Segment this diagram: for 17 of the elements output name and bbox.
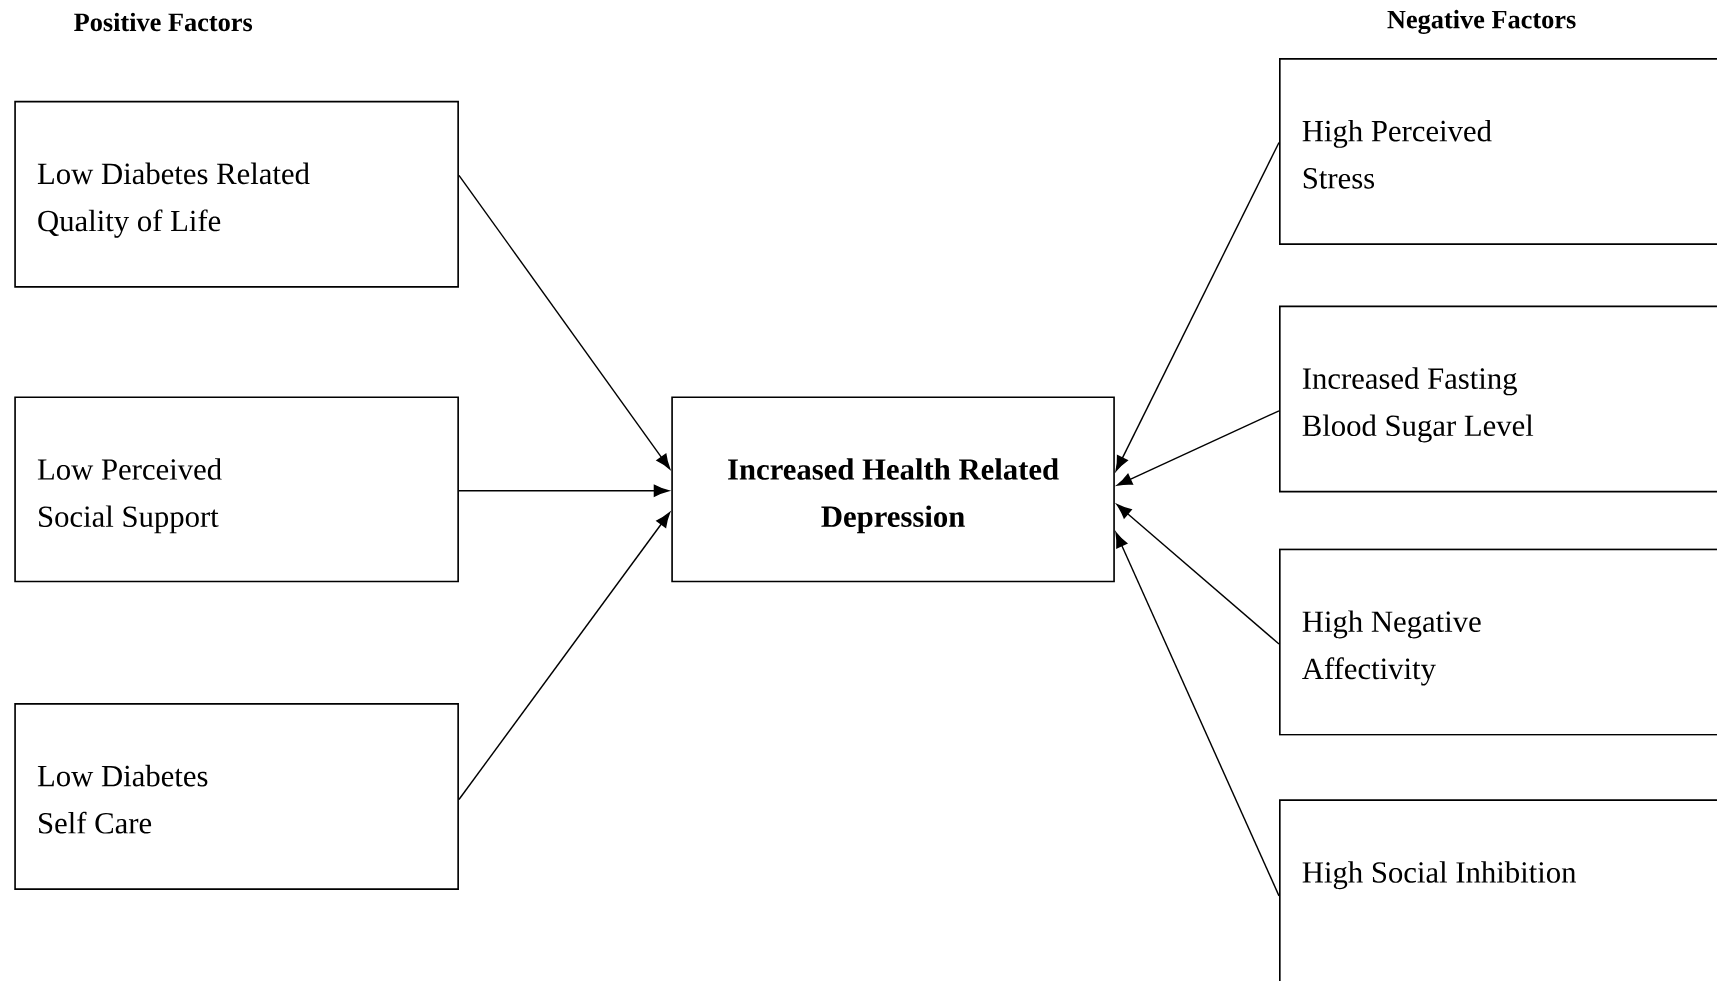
arrow [1115,532,1280,897]
column-heading: Negative Factors [1387,9,1576,34]
arrow [1116,503,1280,645]
column-heading: Positive Factors [74,12,253,32]
factor-box: High Perceived Stress [1279,57,1717,245]
factor-box: Low Diabetes Related Quality of Life [14,100,459,288]
arrow [458,484,670,497]
factor-box: Increased Fasting Blood Sugar Level [1279,305,1717,493]
factor-box: High Social Inhibition [1279,799,1717,981]
arrow [458,512,671,801]
factor-box: High Negative Affectivity [1279,548,1717,736]
arrow [1115,141,1280,472]
factor-box: Low Perceived Social Support [14,396,459,583]
arrow [1116,410,1280,486]
outcome-box: Increased Health Related Depression [671,396,1115,583]
factor-box: Low Diabetes Self Care [14,702,459,890]
arrow [458,174,671,470]
